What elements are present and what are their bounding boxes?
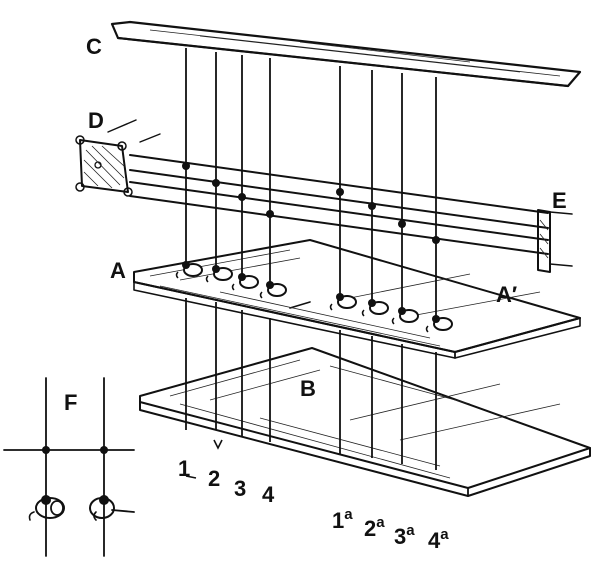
- block-d: [75, 119, 161, 197]
- hook-icon: [361, 299, 389, 317]
- label-e: E: [552, 188, 567, 213]
- cord-left-2: 2: [205, 52, 233, 491]
- inset-f: [3, 377, 135, 557]
- label-f: F: [64, 390, 77, 415]
- board-c: [110, 20, 582, 88]
- label-a-prime: A′: [496, 282, 517, 307]
- cord-label-left-1: 1: [178, 456, 190, 481]
- cord-left-4: 4: [259, 58, 287, 507]
- knot-icon: [368, 202, 376, 210]
- hook-icon: [425, 315, 453, 333]
- label-d: D: [88, 108, 104, 133]
- knot-icon: [336, 188, 344, 196]
- label-c: C: [86, 34, 102, 59]
- cord-label-left-4: 4: [262, 482, 275, 507]
- knot-icon: [238, 193, 246, 201]
- label-a: A: [110, 258, 126, 283]
- inset-hook-1-icon: [28, 495, 65, 521]
- hook-icon: [205, 265, 233, 283]
- hook-icon: [391, 307, 419, 325]
- cord-right-4: 4a: [425, 77, 453, 553]
- hook-icon: [329, 293, 357, 311]
- cord-label-left-3: 3: [234, 476, 246, 501]
- hook-icon: [259, 281, 287, 299]
- inset-hook-2-icon: [89, 495, 135, 521]
- board-a: [133, 239, 581, 359]
- bracket-e: [537, 209, 573, 273]
- knot-icon: [398, 220, 406, 228]
- hook-icon: [231, 273, 259, 291]
- cord-label-right-2: 2a: [364, 514, 385, 541]
- rail-d-e: [129, 154, 549, 255]
- label-tick: [185, 475, 197, 479]
- label-b: B: [300, 376, 316, 401]
- cord-label-right-4: 4a: [428, 526, 449, 553]
- cord-label-left-2: 2: [208, 466, 220, 491]
- knot-icon: [432, 236, 440, 244]
- knot-icon: [182, 162, 190, 170]
- cord-label-right-1: 1a: [332, 506, 353, 533]
- hook-icon: [175, 261, 203, 279]
- knot-icon: [212, 179, 220, 187]
- board-b: [139, 347, 591, 497]
- cord-left-1: 1: [175, 48, 203, 481]
- arrow-down-icon: [213, 439, 223, 450]
- knot-icon: [266, 210, 274, 218]
- cord-left-3: 3: [231, 55, 259, 501]
- cord-label-right-3: 3a: [394, 522, 415, 549]
